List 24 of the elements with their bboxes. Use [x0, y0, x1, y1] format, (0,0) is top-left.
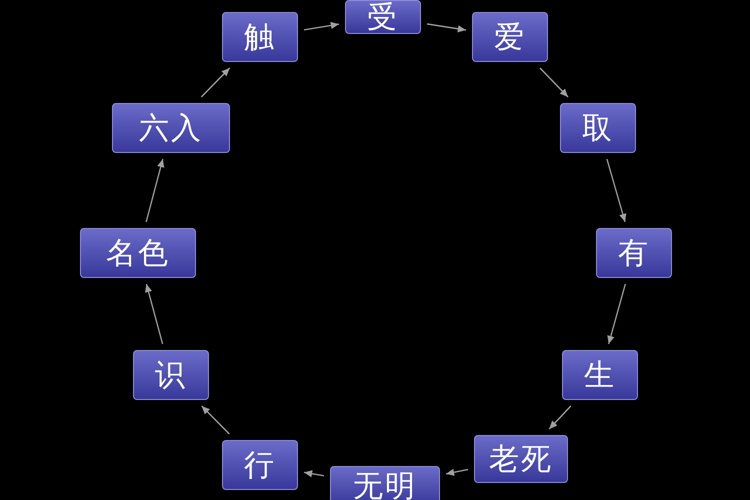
arrow: [146, 158, 164, 222]
arrow: [548, 406, 572, 430]
term-box: 取: [560, 103, 636, 153]
arrow: [607, 284, 626, 344]
term-box: 老死: [474, 435, 568, 483]
term-box: 无明: [330, 466, 440, 500]
arrow: [540, 68, 568, 98]
term-box: 触: [222, 12, 298, 62]
arrow: [446, 468, 468, 476]
term-box: 识: [133, 350, 209, 400]
term-box: 生: [562, 350, 638, 400]
arrow: [426, 23, 466, 32]
arrow: [304, 22, 340, 30]
arrow: [304, 470, 324, 478]
arrow: [201, 406, 230, 434]
arrow: [200, 68, 230, 98]
term-box: 爱: [472, 12, 548, 62]
term-box: 名色: [80, 228, 196, 278]
arrow: [606, 158, 626, 222]
term-box: 受: [345, 0, 421, 34]
term-box: 行: [222, 440, 298, 490]
term-box: 六入: [112, 103, 230, 153]
term-box: 有: [596, 228, 672, 278]
arrow: [145, 284, 164, 344]
